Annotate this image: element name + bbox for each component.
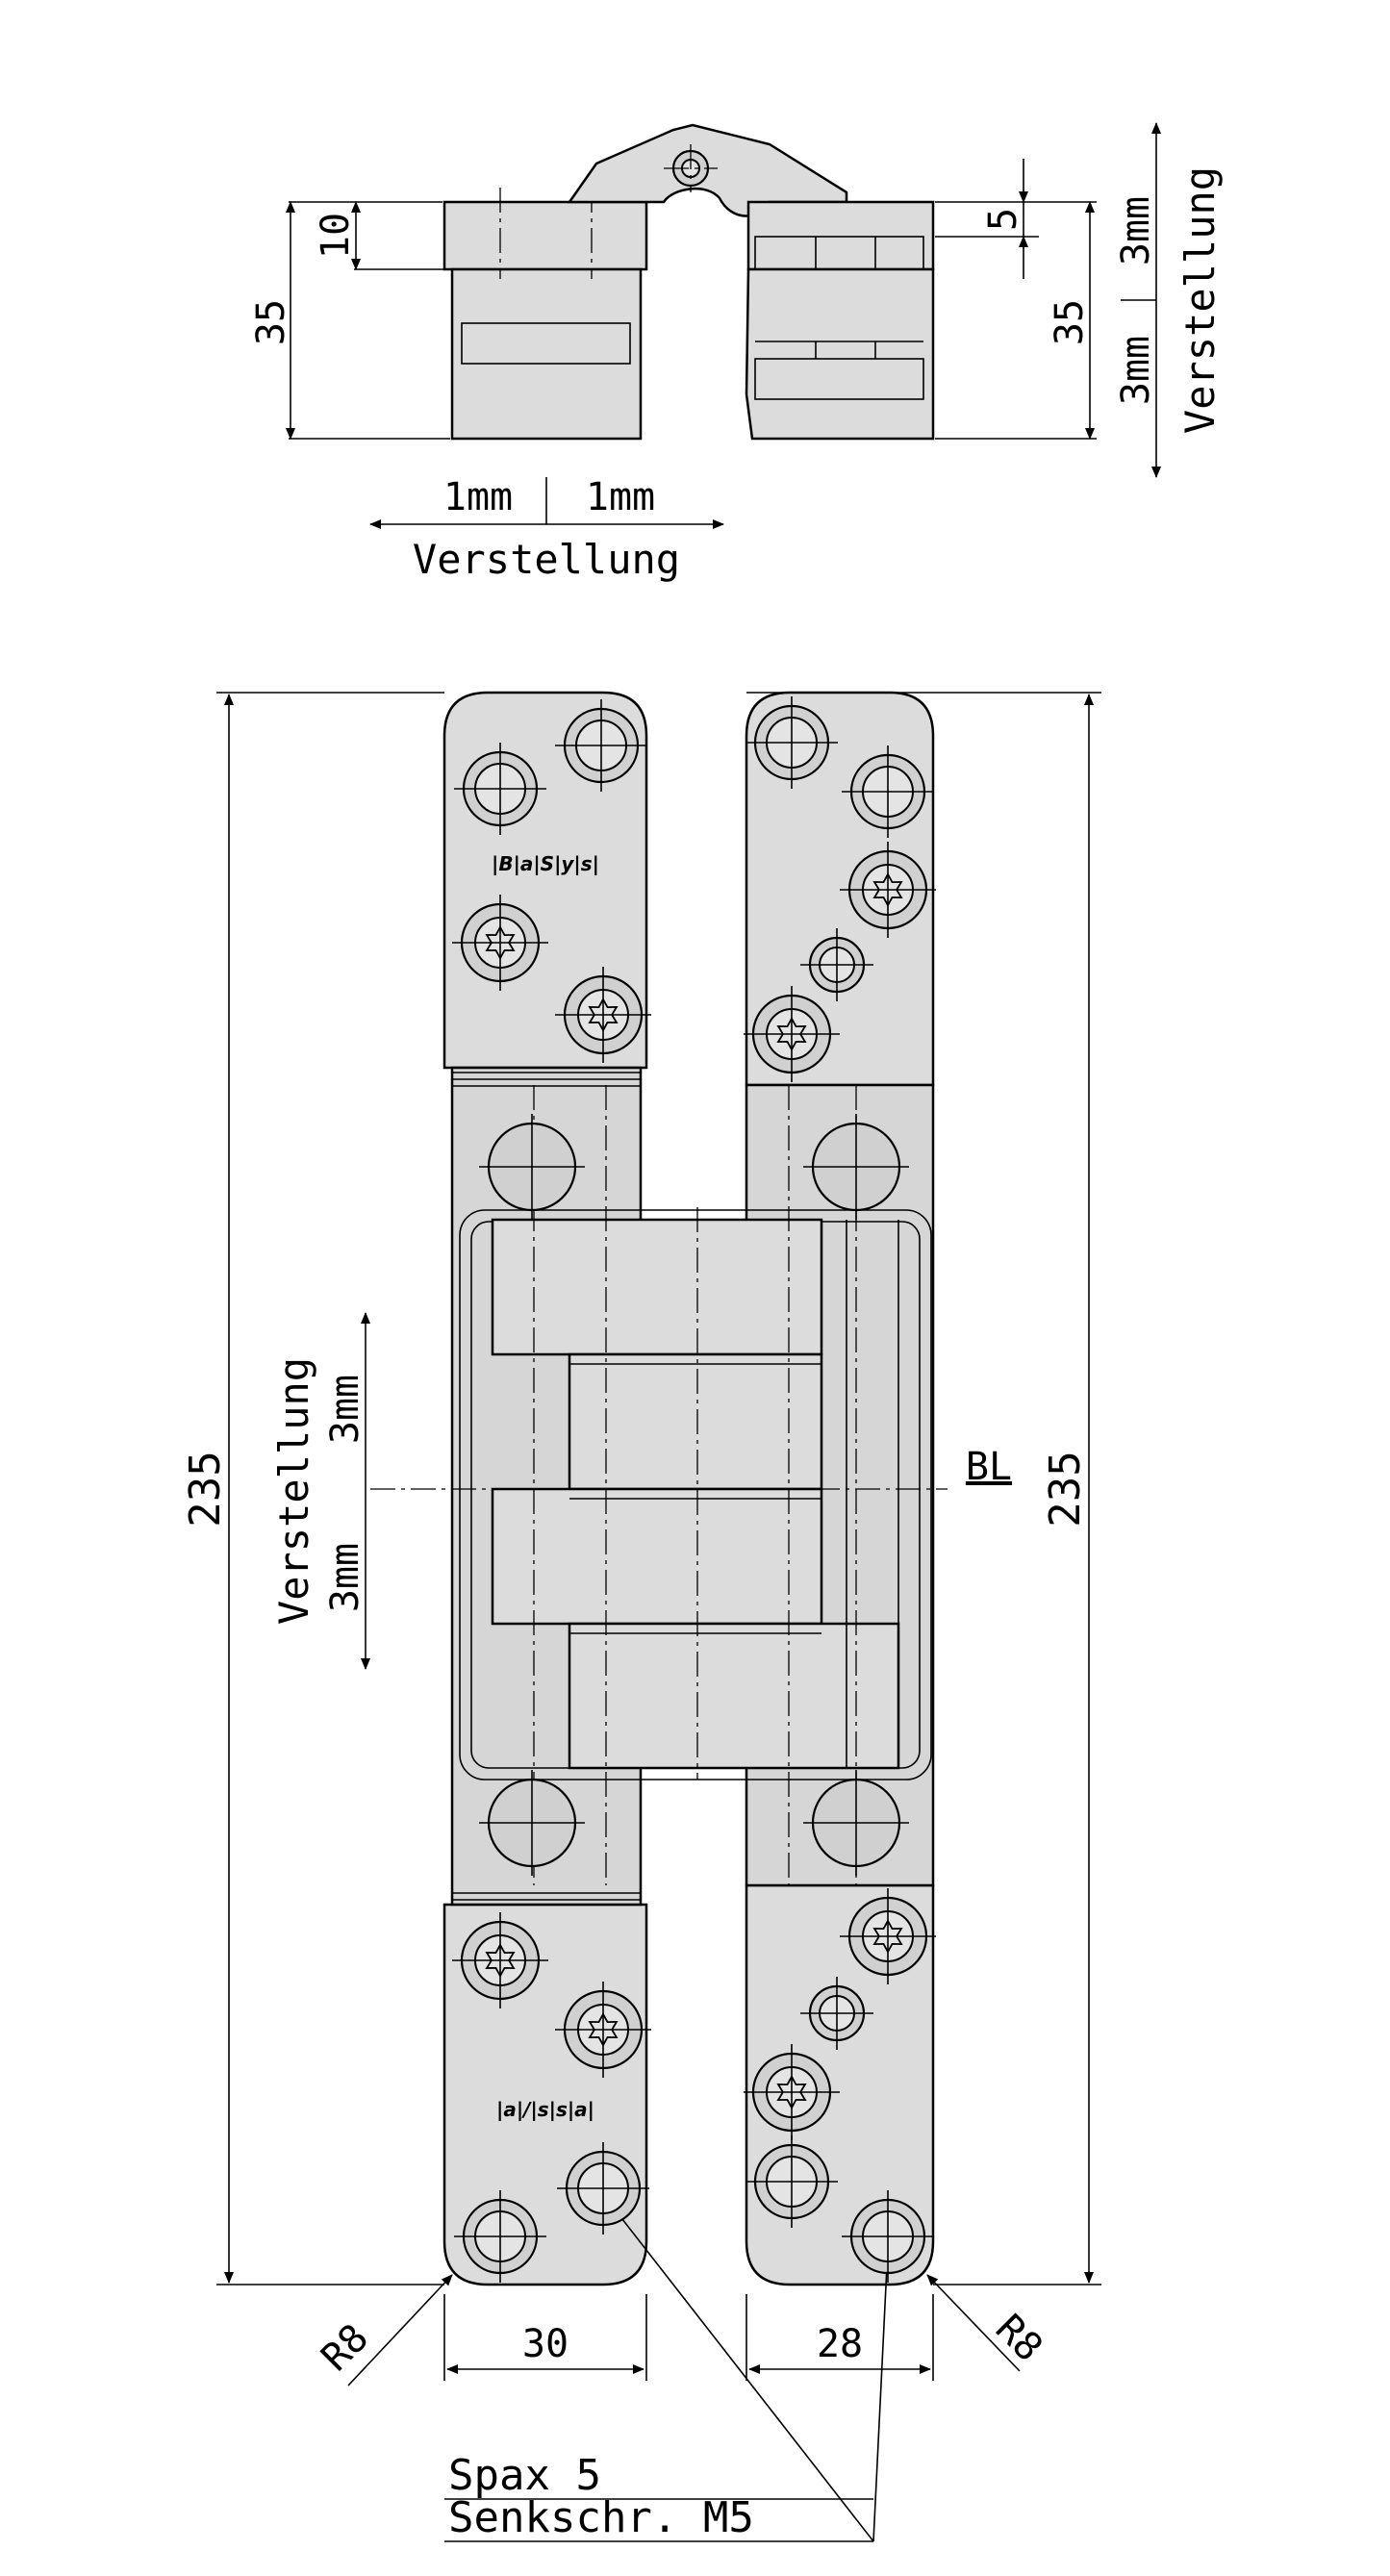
screw-hole — [479, 1114, 585, 1220]
screw-hole — [803, 1770, 909, 1876]
screw-hole — [452, 895, 548, 991]
top-left-slot — [461, 322, 631, 365]
screw-hole — [744, 2044, 840, 2140]
radius-label-right: R8 — [987, 2307, 1051, 2371]
screw-hole — [452, 1912, 548, 2008]
screw-hole — [454, 743, 546, 835]
top-adjust-left: 1mm — [443, 475, 513, 519]
top-left-flange — [442, 200, 648, 271]
radius-label-left: R8 — [314, 2316, 378, 2381]
center-line-label: BL — [966, 1445, 1012, 1489]
top-right-flange — [746, 200, 935, 271]
screw-holes — [452, 696, 936, 2283]
screw-hole — [479, 1770, 585, 1876]
link-top — [491, 1218, 823, 1356]
brand-mark-upper: |B|a|S|y|s| — [492, 852, 599, 875]
front-dim-length-left: 235 — [181, 1451, 230, 1527]
top-adjust-label-vertical: Verstellung — [1176, 166, 1224, 434]
screw-hole — [744, 986, 840, 1082]
front-dim-width-left: 30 — [522, 2322, 569, 2366]
top-dim-right-small: 5 — [981, 208, 1025, 231]
link-upper-mid — [568, 1352, 823, 1491]
screw-hole — [803, 1114, 909, 1220]
top-adjust-right: 1mm — [586, 475, 655, 519]
screw-hole — [800, 928, 873, 1001]
screw-spec-line-1: Spax 5 — [448, 2451, 601, 2500]
screw-hole — [555, 967, 651, 1063]
top-view: 35 10 35 5 3mm 3mm Verstellung 1mm 1mm V… — [249, 122, 1224, 583]
top-dim-height: 35 — [249, 299, 293, 345]
screw-hole — [555, 1982, 651, 2078]
screw-hole — [746, 2135, 838, 2228]
screw-spec-line-2: Senkschr. M5 — [448, 2493, 754, 2542]
top-adjust-label-horizontal: Verstellung — [413, 536, 680, 583]
front-adjust-up: 3mm — [323, 1375, 367, 1444]
top-right-slot — [754, 358, 924, 400]
screw-hole — [842, 2190, 934, 2283]
front-adjust-down: 3mm — [323, 1543, 367, 1612]
front-view: |B|a|S|y|s| |a|/|s|s|a| 235 235 Verstell… — [181, 691, 1101, 2542]
front-adjust-label: Verstellung — [270, 1357, 317, 1625]
front-dim-length-right: 235 — [1041, 1451, 1090, 1527]
link-bottom — [568, 1622, 900, 1770]
screw-hole — [840, 842, 936, 938]
top-left-body — [450, 267, 643, 441]
screw-hole — [842, 745, 934, 838]
brand-mark-lower: |a|/|s|s|a| — [496, 2098, 594, 2121]
top-adjust-up: 3mm — [1114, 196, 1158, 265]
top-dim-small: 10 — [314, 213, 358, 259]
outer-frame — [459, 1209, 932, 1780]
screw-hole — [454, 2190, 546, 2283]
top-right-body — [745, 267, 935, 441]
screw-hole — [746, 696, 838, 789]
link-lower-mid — [491, 1487, 823, 1626]
top-adjust-down: 3mm — [1114, 336, 1158, 405]
screw-hole — [555, 699, 647, 792]
screw-hole — [840, 1888, 936, 1984]
screw-hole — [800, 1977, 873, 2050]
front-dim-width-right: 28 — [817, 2322, 863, 2366]
top-dim-right-height: 35 — [1048, 299, 1092, 345]
screw-hole — [557, 2142, 649, 2235]
